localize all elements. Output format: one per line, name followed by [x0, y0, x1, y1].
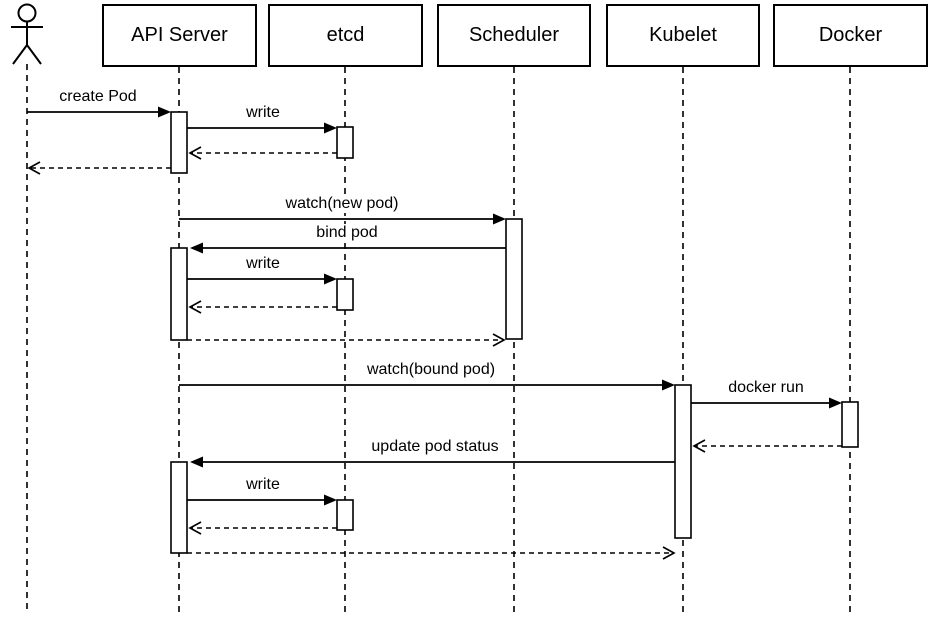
activation-bar-etcd	[336, 499, 354, 531]
message-label: write	[243, 255, 283, 273]
arrowhead-open	[27, 161, 41, 175]
participant-label: Docker	[818, 24, 883, 46]
activation-bar-etcd	[336, 126, 354, 159]
arrowhead-filled	[324, 122, 337, 134]
arrowhead-filled	[190, 456, 203, 468]
arrowhead-filled	[158, 106, 171, 118]
arrowhead-filled	[829, 397, 842, 409]
activation-bar-etcd	[336, 278, 354, 311]
participant-box-kubelet: Kubelet	[606, 4, 760, 67]
arrowhead-open	[188, 146, 202, 160]
arrowhead-open	[188, 521, 202, 535]
arrowhead-filled	[324, 273, 337, 285]
arrowhead-open	[188, 300, 202, 314]
actor-icon	[11, 3, 43, 65]
message-label: update pod status	[368, 438, 502, 456]
participant-label: etcd	[326, 24, 365, 46]
arrowhead-open	[692, 439, 706, 453]
activation-bar-scheduler	[505, 218, 523, 340]
participant-label: Kubelet	[649, 24, 717, 46]
activation-bar-docker	[841, 401, 859, 448]
participant-label: API Server	[131, 24, 228, 46]
activation-bar-kubelet	[674, 384, 692, 539]
message-label: write	[243, 476, 283, 494]
arrowhead-filled	[662, 379, 675, 391]
participant-label: Scheduler	[468, 24, 560, 46]
activation-bar-api-server	[170, 111, 188, 174]
arrowhead-open	[662, 546, 676, 560]
message-label: watch(new pod)	[282, 195, 402, 213]
message-label: docker run	[725, 379, 807, 397]
activation-bar-api-server	[170, 247, 188, 341]
participant-box-api-server: API Server	[102, 4, 257, 67]
arrowhead-open	[492, 333, 506, 347]
arrowhead-filled	[493, 213, 506, 225]
participant-box-etcd: etcd	[268, 4, 423, 67]
message-label: bind pod	[313, 224, 381, 242]
message-label: watch(bound pod)	[363, 361, 499, 379]
message-label: create Pod	[56, 88, 140, 106]
activation-bar-api-server	[170, 461, 188, 554]
participant-box-scheduler: Scheduler	[437, 4, 591, 67]
arrowhead-filled	[190, 242, 203, 254]
participant-box-docker: Docker	[773, 4, 928, 67]
message-label: write	[243, 104, 283, 122]
arrowhead-filled	[324, 494, 337, 506]
